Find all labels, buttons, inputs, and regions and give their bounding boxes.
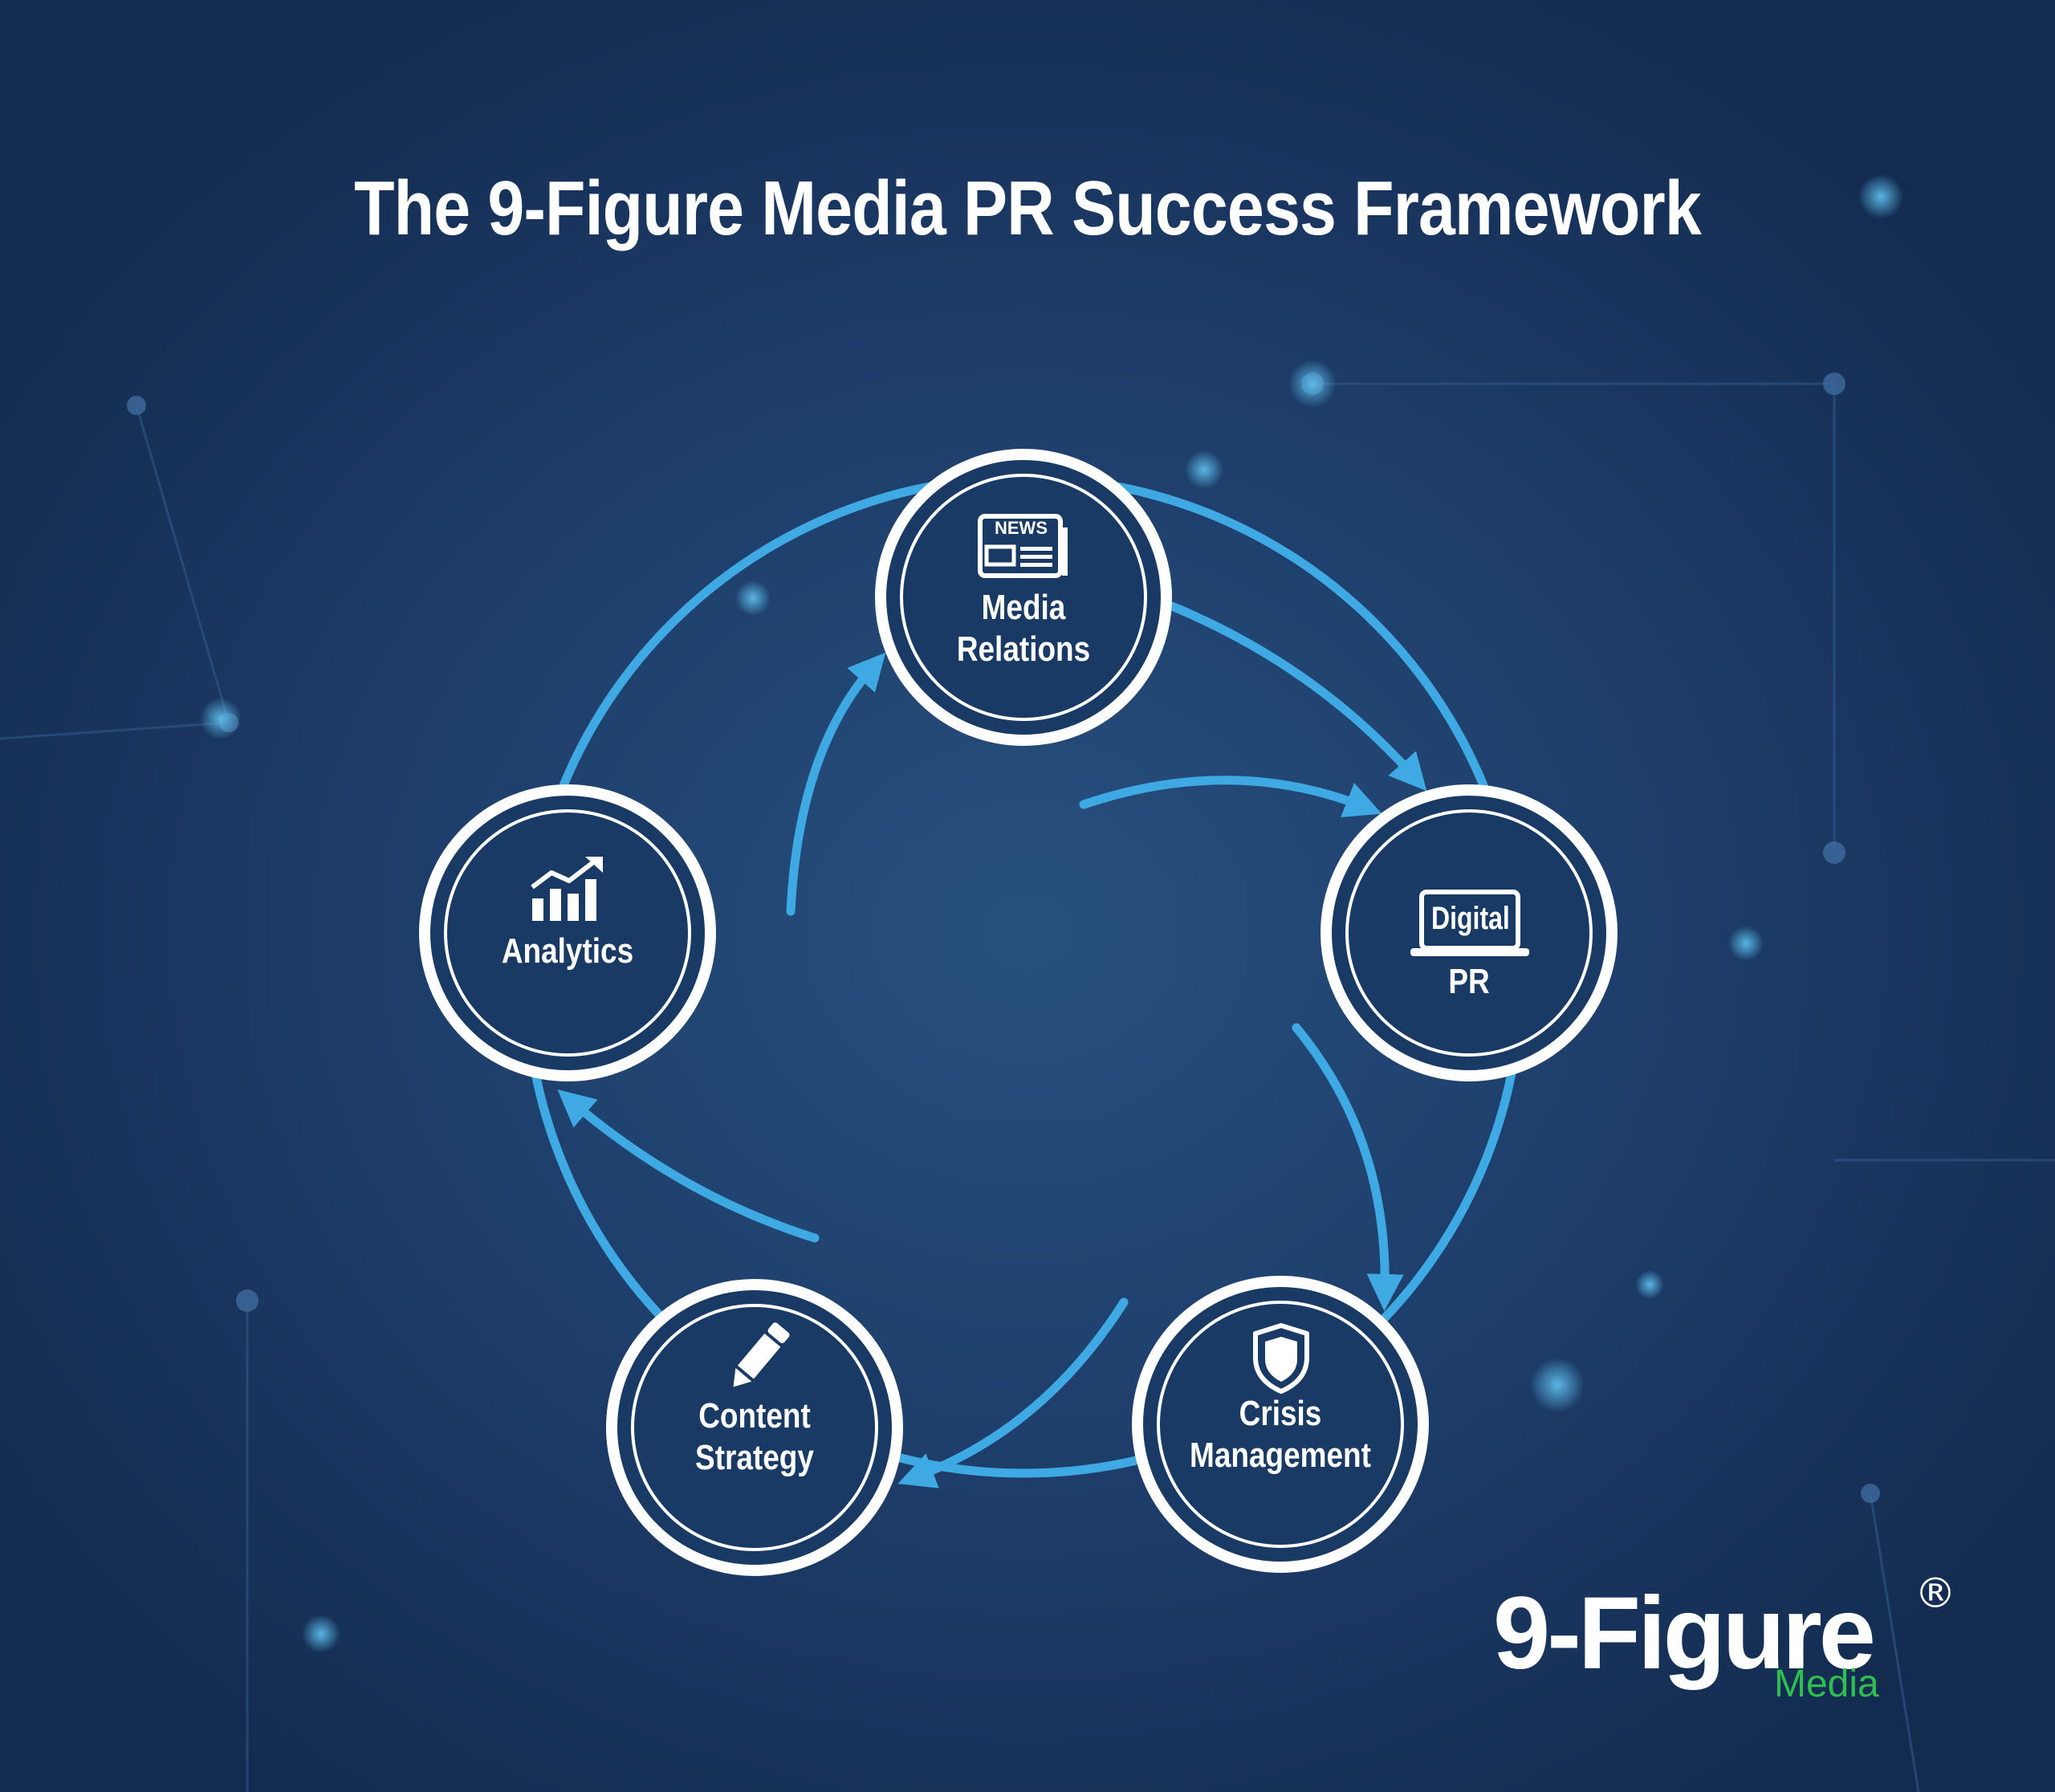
node-ring: [606, 1279, 903, 1576]
arrow-relations-to-digital-outer: [1167, 601, 1427, 792]
node-media-relations: NEWS Media Relations: [875, 449, 1172, 746]
node-ring: [1132, 1276, 1429, 1573]
node-label: Content Strategy: [630, 1395, 880, 1479]
node-crisis-management: Crisis Management: [1132, 1276, 1429, 1573]
brand-subtitle: Media: [1774, 1663, 1879, 1705]
page-title: The 9-Figure Media PR Success Framework: [354, 165, 1702, 251]
node-label-line: Management: [1190, 1436, 1371, 1475]
node-label-line: Media: [981, 588, 1066, 627]
node-label-line: Analytics: [501, 931, 634, 971]
node-label: Media Relations: [899, 587, 1149, 670]
pencil-icon: [722, 1319, 795, 1395]
laptop-icon: Digital: [1410, 889, 1529, 956]
node-ring: [1320, 784, 1618, 1081]
newspaper-icon-text: NEWS: [995, 518, 1048, 538]
node-ring: [419, 784, 716, 1081]
node-label: Crisis Management: [1156, 1393, 1406, 1476]
arrow-relations-to-digital-inner: [1079, 776, 1382, 818]
arrow-analytics-to-relations: [786, 652, 886, 916]
brand-logo: 9-Figure ® Media: [1493, 1570, 1975, 1714]
node-label: Analytics: [443, 931, 693, 972]
node-label-line: PR: [1448, 962, 1490, 1001]
brand-name: 9-Figure: [1493, 1576, 1876, 1691]
shield-icon: [1251, 1322, 1312, 1395]
node-analytics: Analytics: [419, 784, 716, 1081]
node-label-line: Crisis: [1239, 1394, 1322, 1433]
node-label-line: Relations: [956, 629, 1091, 669]
arrow-digital-to-crisis: [1292, 1023, 1404, 1312]
node-digital-pr: Digital PR: [1320, 784, 1618, 1081]
node-label-line: Content: [698, 1396, 811, 1436]
registered-mark: ®: [1915, 1570, 1956, 1618]
newspaper-icon: NEWS: [975, 513, 1072, 579]
arrow-content-to-analytics: [557, 1089, 820, 1243]
node-label-line: Strategy: [695, 1438, 814, 1477]
node-label: PR: [1345, 961, 1594, 1003]
node-ring: [875, 449, 1172, 746]
bar-chart-trend-icon: [527, 855, 608, 922]
arrow-crisis-to-content: [897, 1297, 1129, 1489]
node-content-strategy: Content Strategy: [606, 1279, 903, 1576]
laptop-screen-text: Digital: [1431, 901, 1510, 936]
